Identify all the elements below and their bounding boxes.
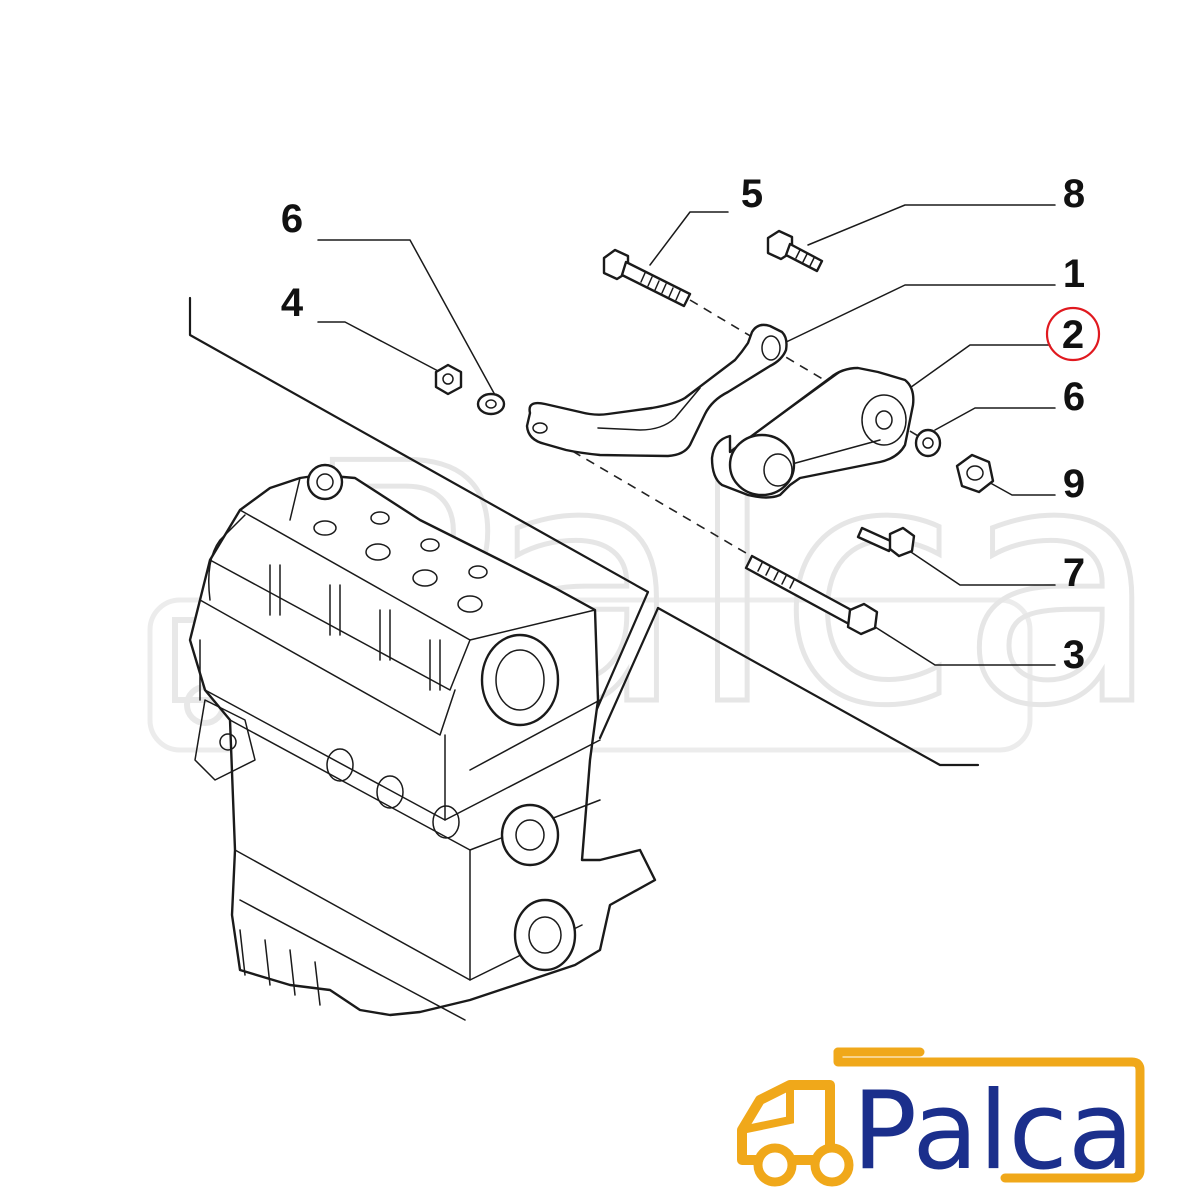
part-8-bolt (766, 229, 824, 273)
engine-block (188, 463, 657, 1021)
palca-logo: Palca (737, 1047, 1145, 1194)
part-1-bracket (525, 323, 788, 458)
callout-labels: 6 4 5 8 1 2 6 9 7 3 (281, 172, 1101, 677)
logo-text: Palca (852, 1069, 1134, 1194)
callout-6-right: 6 (1063, 375, 1085, 419)
part-4-nut (434, 363, 463, 396)
truck-icon (737, 1080, 854, 1187)
leader-lines (317, 204, 1056, 666)
callout-3: 3 (1063, 633, 1085, 677)
callout-4: 4 (281, 281, 304, 325)
part-5-bolt (602, 248, 692, 308)
callout-8: 8 (1063, 172, 1085, 216)
part-9-nut (955, 453, 995, 494)
highlight-circle (1045, 306, 1101, 362)
callout-5: 5 (741, 172, 763, 216)
part-6-washer (476, 392, 506, 416)
reference-bracket (188, 296, 980, 767)
callout-9: 9 (1063, 462, 1085, 506)
callout-7: 7 (1063, 551, 1085, 595)
callout-6-left: 6 (281, 197, 303, 241)
part-3-bolt (744, 554, 879, 636)
part-7-bolt (856, 526, 916, 558)
callout-2: 2 (1062, 313, 1084, 357)
part-6-washer-2 (914, 428, 942, 458)
part-2-torque-rod (710, 366, 915, 499)
callout-1: 1 (1063, 252, 1085, 296)
